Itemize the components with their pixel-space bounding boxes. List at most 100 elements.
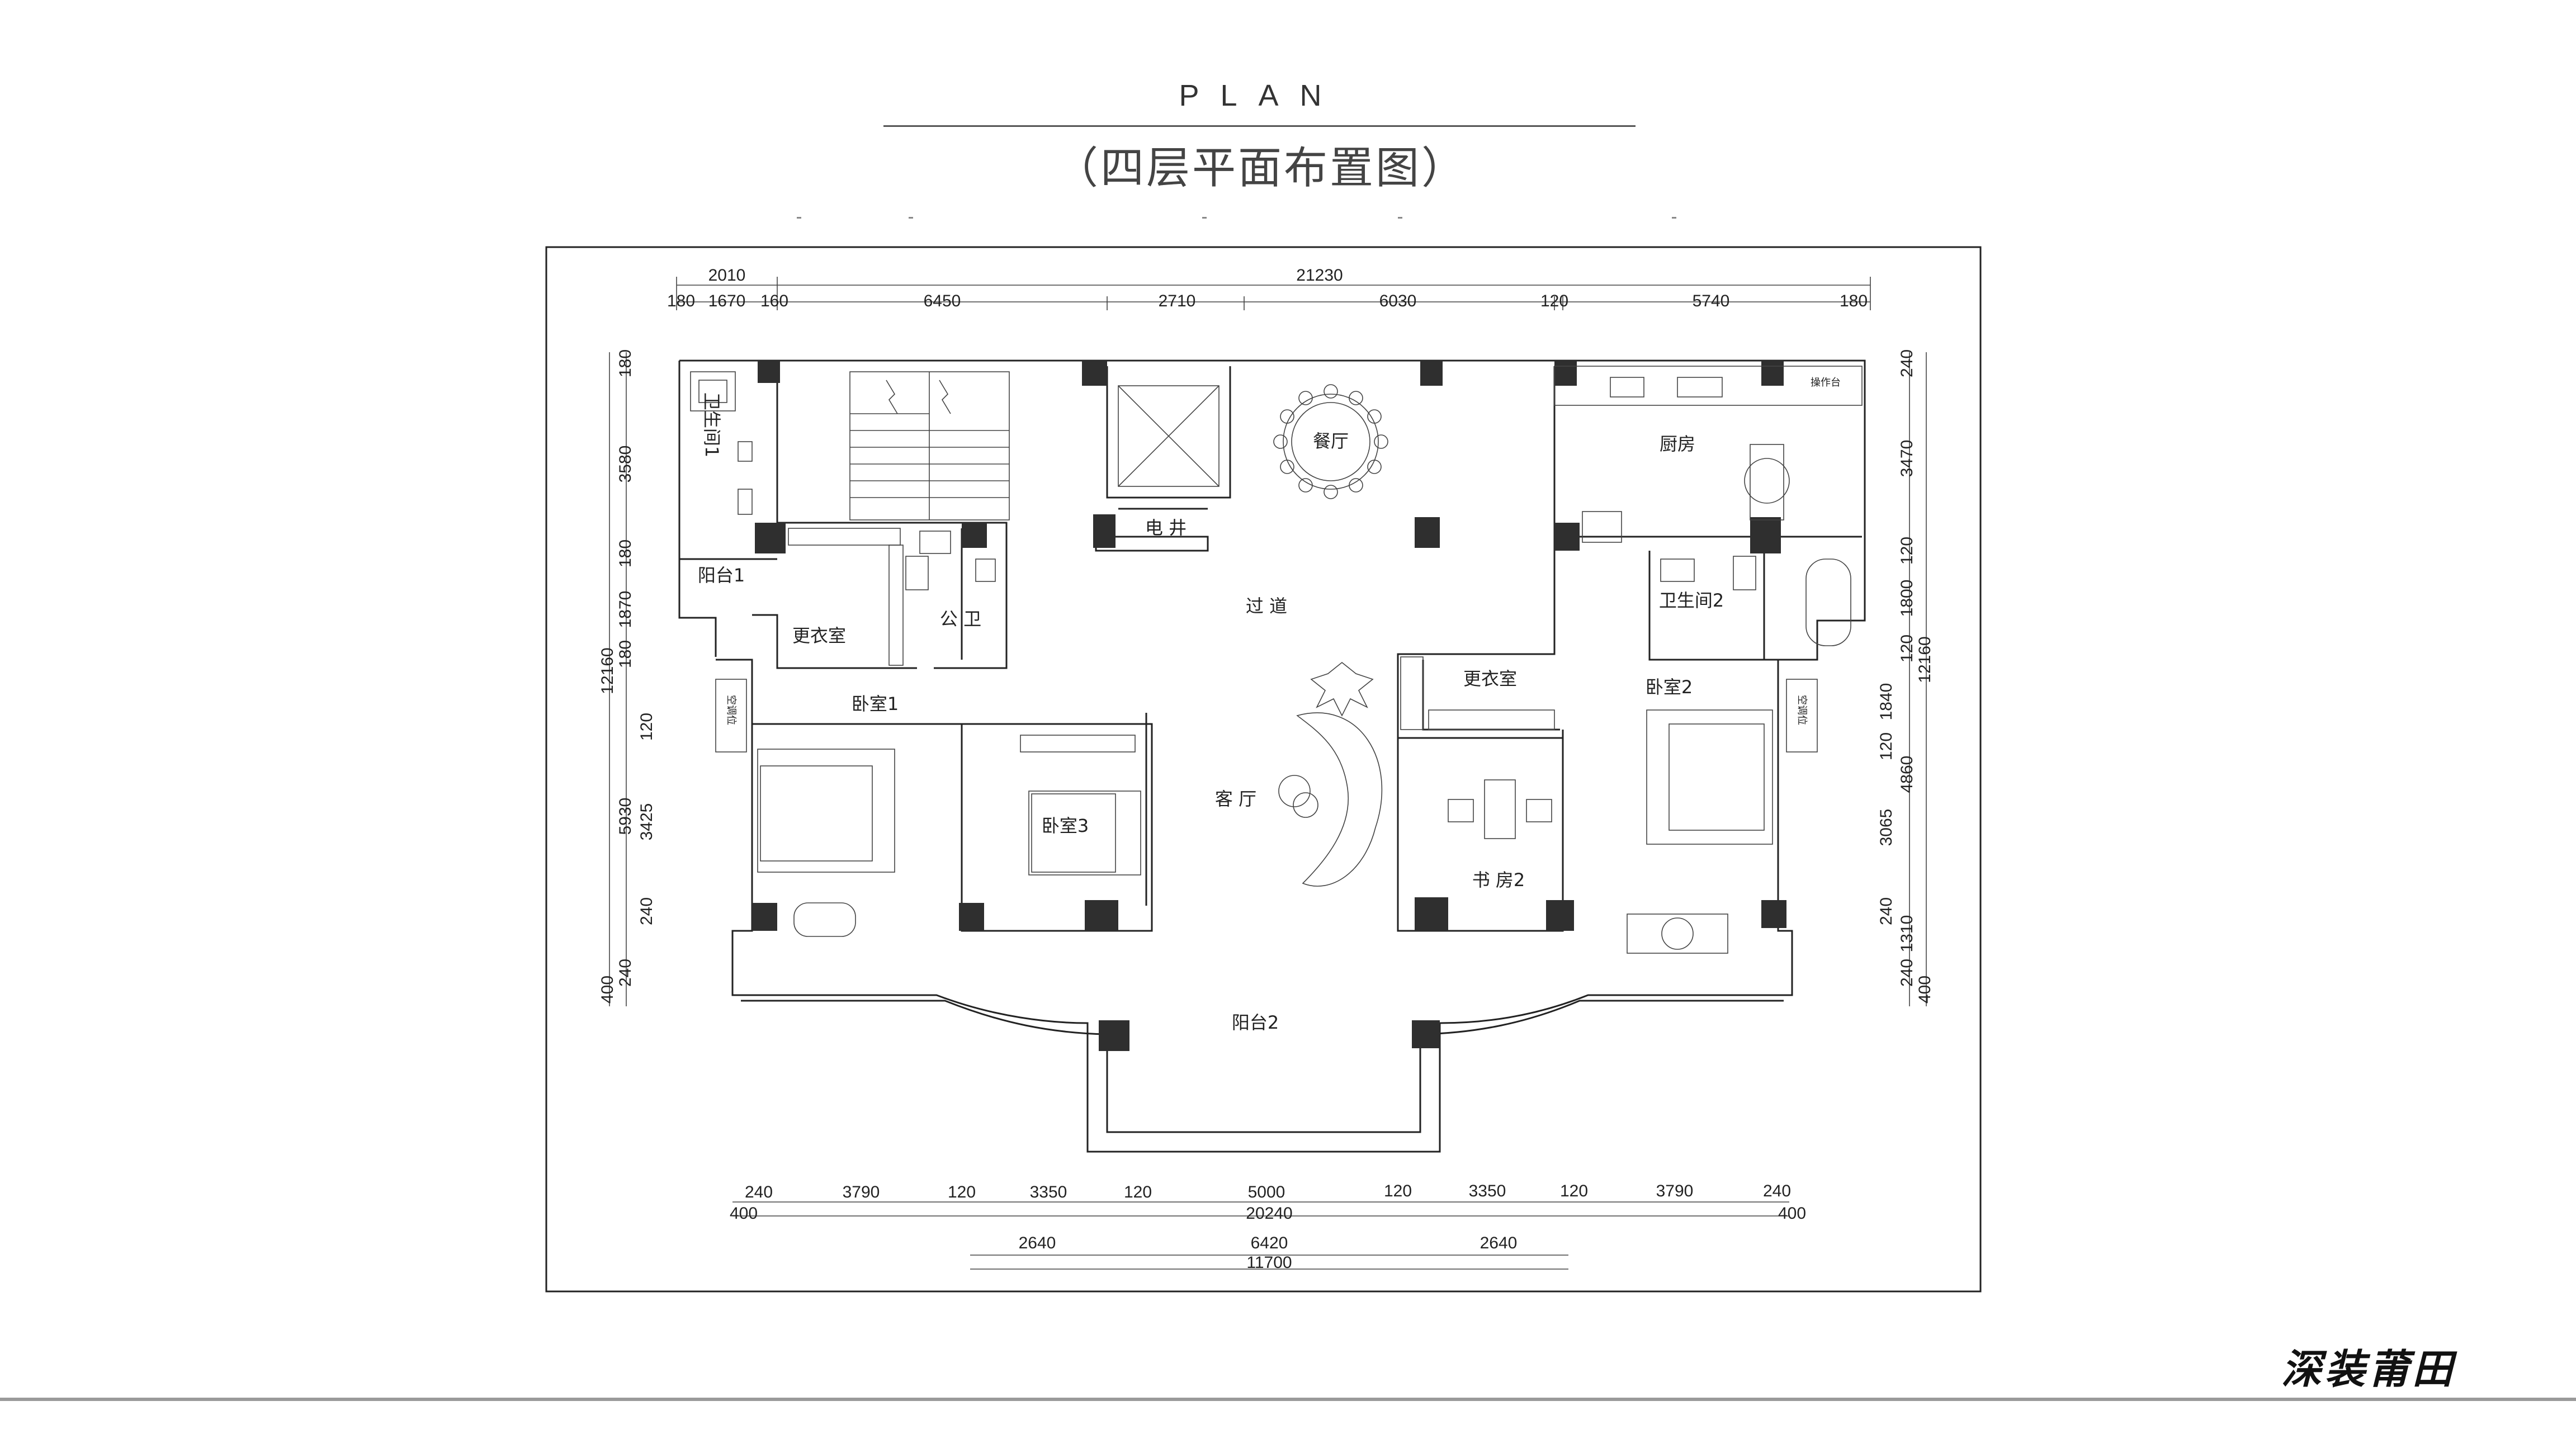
dim-top-8: 5740 <box>1693 292 1730 310</box>
dim-left-9: 240 <box>637 897 656 925</box>
dim-bottom-right-edge: 400 <box>1778 1204 1806 1223</box>
dim-left-2: 3580 <box>616 446 635 483</box>
dim-right-9: 3065 <box>1877 809 1896 846</box>
label-elevator-shaft: 电 井 <box>1145 517 1187 538</box>
label-bedroom3: 卧室3 <box>1042 815 1089 836</box>
bath1-fixtures <box>690 371 753 515</box>
dim-left-3: 180 <box>616 539 635 567</box>
dim-top-5: 2710 <box>1159 292 1196 310</box>
label-kitchen: 厨房 <box>1660 433 1695 455</box>
dim-right-13: 400 <box>1916 976 1934 1004</box>
dim-bottom-5: 120 <box>1124 1183 1152 1201</box>
dim-balcony-2: 6420 <box>1251 1234 1288 1252</box>
dim-bottom-7: 120 <box>1384 1182 1412 1200</box>
staircase <box>849 371 1010 520</box>
dim-left-5: 180 <box>616 640 635 668</box>
kitchen-fixtures <box>1554 366 1863 543</box>
right-dimension-lines: 240 3470 120 1800 120 12160 1840 120 486… <box>1877 349 1934 1006</box>
dim-right-7: 120 <box>1877 732 1896 760</box>
label-bedroom2: 卧室2 <box>1646 676 1693 698</box>
label-living: 客 厅 <box>1215 788 1256 810</box>
dim-left-6: 120 <box>637 713 656 741</box>
left-dimension-lines: 12160 180 3580 180 1870 180 120 5930 342… <box>598 349 656 1006</box>
dim-left-total: 12160 <box>598 647 617 694</box>
plan-title: PLAN <box>1179 79 1343 112</box>
label-corridor: 过 道 <box>1246 595 1287 617</box>
dim-right-2: 3470 <box>1898 440 1916 477</box>
label-counter: 操作台 <box>1811 377 1841 389</box>
dim-right-10: 240 <box>1877 897 1896 925</box>
title-tick-marks <box>797 217 1676 219</box>
elevator <box>1118 385 1220 487</box>
ac-units <box>715 679 1818 752</box>
study-desk <box>1448 779 1552 839</box>
bedroom2-bed <box>1627 709 1773 954</box>
dim-left-4: 1870 <box>616 591 635 628</box>
dim-right-5: 120 <box>1898 635 1916 662</box>
label-balcony2: 阳台2 <box>1232 1012 1279 1033</box>
dim-bottom-4: 3350 <box>1030 1183 1067 1201</box>
dim-top-3: 160 <box>760 292 788 310</box>
brand-signature: 深装莆田 <box>2281 1345 2456 1393</box>
dim-bottom-1: 240 <box>745 1183 773 1201</box>
bottom-dimension-lines: 240 3790 120 3350 120 5000 120 3350 120 … <box>730 1182 1806 1272</box>
dim-balcony-1: 2640 <box>1019 1234 1056 1252</box>
dim-bottom-2: 3790 <box>843 1183 880 1201</box>
top-dimension-lines: 21230 2010 180 1670 160 6450 2710 6030 1… <box>667 266 1871 310</box>
dim-right-4: 1800 <box>1898 580 1916 617</box>
dim-bottom-3: 120 <box>948 1183 976 1201</box>
dim-top-6: 6030 <box>1379 292 1417 310</box>
dim-bottom-9: 120 <box>1560 1182 1588 1200</box>
label-bedroom1: 卧室1 <box>852 693 899 714</box>
dim-top-total: 21230 <box>1296 266 1343 285</box>
label-ac-left: 空调位 <box>725 695 737 725</box>
label-bath1: 卫生间1 <box>701 392 722 457</box>
dim-top-first: 2010 <box>708 266 746 285</box>
label-dining: 餐厅 <box>1313 430 1349 452</box>
room-labels: 卫生间1 阳台1 更衣室 公 卫 电 井 餐厅 厨房 操作台 过 道 卫生间2 … <box>698 377 1841 1033</box>
dim-bottom-left-edge: 400 <box>730 1204 758 1223</box>
label-public-bath: 公 卫 <box>940 608 981 630</box>
living-room-sofa <box>1278 661 1383 887</box>
label-study2: 书 房2 <box>1472 869 1525 891</box>
drawing-frame <box>545 246 1982 1293</box>
dim-right-6: 1840 <box>1877 683 1896 721</box>
title-divider <box>883 125 1636 127</box>
dim-bottom-11: 240 <box>1763 1182 1791 1200</box>
dim-right-11: 1310 <box>1898 915 1916 953</box>
label-dressing2: 更衣室 <box>1463 668 1517 689</box>
dim-left-10: 400 <box>598 976 617 1004</box>
public-bath-fixtures <box>905 531 996 590</box>
bath2-fixtures <box>1660 556 1851 646</box>
dim-left-7: 5930 <box>616 798 635 835</box>
dim-top-7: 120 <box>1540 292 1568 310</box>
dim-right-8: 4860 <box>1898 756 1916 793</box>
dim-right-1: 240 <box>1898 349 1916 377</box>
label-ac-right: 空调位 <box>1796 695 1808 725</box>
dim-left-11: 240 <box>616 959 635 987</box>
dining-table <box>1273 384 1388 499</box>
label-bath2: 卫生间2 <box>1659 590 1724 611</box>
dim-top-9: 180 <box>1840 292 1868 310</box>
plan-subtitle: （四层平面布置图） <box>1054 143 1467 193</box>
dim-right-3: 120 <box>1898 537 1916 565</box>
dim-top-2: 1670 <box>708 292 746 310</box>
bedroom3-bed <box>1028 791 1141 875</box>
label-dressing1: 更衣室 <box>792 625 846 646</box>
dim-bottom-10: 3790 <box>1656 1182 1694 1200</box>
dim-left-1: 180 <box>616 349 635 377</box>
label-balcony1: 阳台1 <box>698 565 745 586</box>
structural-columns <box>752 361 1786 1051</box>
bottom-divider <box>0 1398 2576 1401</box>
dim-balcony-total: 11700 <box>1246 1253 1292 1272</box>
dim-top-1: 180 <box>667 292 695 310</box>
dim-left-8: 3425 <box>637 803 656 841</box>
wardrobes <box>788 528 1555 752</box>
dim-bottom-6: 5000 <box>1248 1183 1285 1201</box>
dim-right-12: 240 <box>1898 959 1916 987</box>
dim-balcony-3: 2640 <box>1480 1234 1518 1252</box>
outer-walls <box>678 359 1866 1153</box>
bedroom1-bed <box>757 749 895 937</box>
dim-top-4: 6450 <box>924 292 961 310</box>
